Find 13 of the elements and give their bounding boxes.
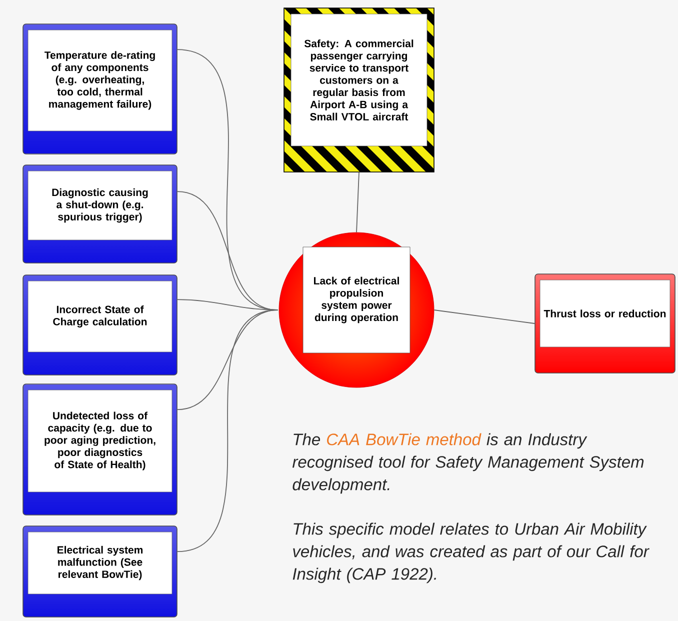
link: CAA BowTie method: [327, 433, 482, 446]
cause-box: Diagnostic causing a shut-down (e.g. spurious trigger): [22, 164, 178, 264]
cause-box: Undetected loss of capacity (e.g. due to poor aging prediction, poor diagnostics of State of Health): [22, 384, 178, 516]
paragraph: The CAA BowTie method is an Industry recognised tool for Safety Management System development.: [292, 433, 644, 494]
paragraph: This specific model relates to Urban Air Mobility vehicles, and was created as part of our Call for Insight (CAP 1922).: [292, 522, 650, 584]
hazard-box: Safety: A commercial passenger carrying service to transport customers on a regular basis from Airport A-B using a Small VTOL aircraft: [284, 8, 434, 172]
cause-box: Electrical system malfunction (See relevant BowTie): [22, 526, 178, 618]
connector-line: [434, 310, 536, 324]
cause-box: Temperature de-rating of any components (e.g. overheating, too cold, thermal management failure): [22, 24, 178, 154]
consequence-box: Thrust loss or reduction: [534, 274, 676, 374]
cause-box: Incorrect State of Charge calculation: [22, 274, 178, 376]
connector-line: [176, 310, 278, 552]
connector-line: [356, 172, 360, 233]
